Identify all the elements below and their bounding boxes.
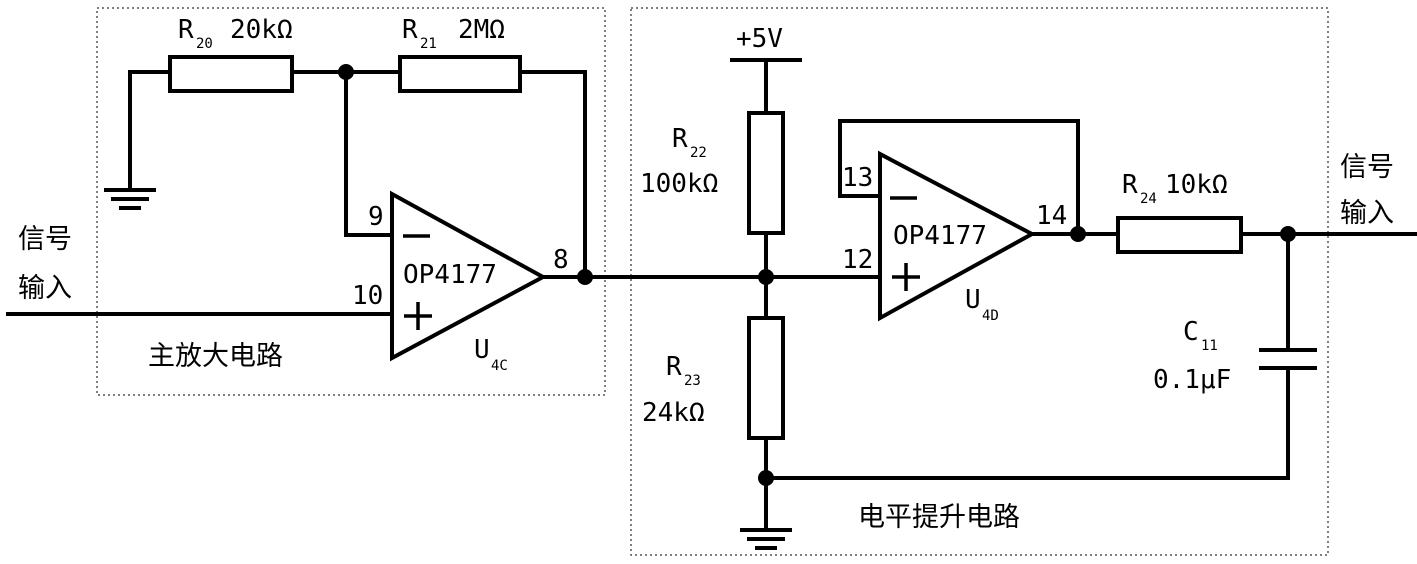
junction-dot-u4d-out: [1070, 226, 1086, 242]
u4d-ref-name: U: [965, 285, 981, 315]
u4d-pin-out: 14: [1036, 201, 1067, 231]
c11-sub: 11: [1201, 338, 1218, 354]
r20-sub: 20: [196, 36, 213, 52]
r20-name: R: [178, 15, 194, 45]
junction-dot-u4c-out: [577, 269, 593, 285]
u4d-model: OP4177: [893, 221, 987, 251]
resistor-r20: [168, 55, 294, 93]
r22-value: 100kΩ: [640, 169, 718, 199]
junction-dot-bottom: [758, 470, 774, 486]
c11-value: 0.1μF: [1153, 365, 1231, 395]
c11-name: C: [1183, 317, 1199, 347]
supply-label: +5V: [736, 24, 783, 54]
resistor-r24: [1116, 216, 1243, 254]
r20-value: 20kΩ: [230, 15, 293, 45]
resistor-r23: [747, 316, 785, 440]
r21-value: 2MΩ: [458, 15, 505, 45]
u4c-pin-noninv: 10: [352, 281, 383, 311]
u4d-ref-sub: 4D: [982, 308, 999, 324]
u4c-ref-name: U: [474, 335, 490, 365]
r23-value: 24kΩ: [642, 398, 705, 428]
r24-value: 10kΩ: [1165, 170, 1228, 200]
input-label-line2: 输入: [18, 273, 72, 304]
u4c-pin-out: 8: [553, 245, 569, 275]
junction-dot-divider: [758, 269, 774, 285]
main-amp-wires: [6, 70, 882, 316]
ground-symbol-bottom: [740, 528, 792, 550]
u4d-pin-noninv: 12: [842, 245, 873, 275]
resistor-r21: [398, 55, 522, 93]
level-shift-title: 电平提升电路: [858, 502, 1020, 533]
output-label-line1: 信号: [1340, 152, 1394, 183]
junction-dot-output: [1280, 226, 1296, 242]
main-amp-block-box: [96, 7, 606, 396]
r24-name: R: [1122, 170, 1138, 200]
u4c-ref-sub: 4C: [491, 358, 508, 374]
r23-sub: 23: [684, 373, 701, 389]
main-amp-title: 主放大电路: [148, 341, 283, 372]
r21-sub: 21: [420, 36, 437, 52]
r24-sub: 24: [1140, 191, 1157, 207]
output-label-line2: 输入: [1340, 198, 1394, 229]
level-shift-block-box: [630, 7, 1329, 556]
r22-sub: 22: [690, 145, 707, 161]
resistor-r22: [747, 111, 785, 235]
r22-name: R: [672, 124, 688, 154]
ground-symbol-left: [104, 188, 156, 210]
level-shift-wires: [730, 58, 1417, 532]
capacitor-c11: [1259, 348, 1317, 370]
r21-name: R: [402, 15, 418, 45]
u4c-pin-inv: 9: [368, 202, 384, 232]
input-label-line1: 信号: [18, 224, 72, 255]
u4d-pin-inv: 13: [842, 163, 873, 193]
r23-name: R: [666, 352, 682, 382]
u4c-model: OP4177: [403, 260, 497, 290]
junction-dot-r20-r21: [338, 64, 354, 80]
